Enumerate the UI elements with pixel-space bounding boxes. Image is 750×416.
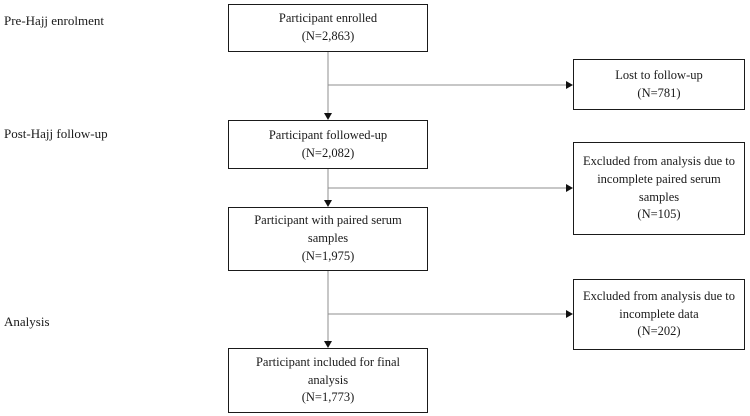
connector-branch-lost-to-followup xyxy=(328,81,573,89)
box-count: (N=1,975) xyxy=(301,248,355,263)
box-text: Excluded from analysis due to xyxy=(582,288,736,303)
box-text: Participant followed-up xyxy=(268,127,388,142)
flow-box-enrolled: Participant enrolled (N=2,863) xyxy=(228,4,428,52)
connector-followedup-to-paired xyxy=(324,169,332,207)
box-count: (N=2,863) xyxy=(301,29,355,43)
box-count: (N=202) xyxy=(637,324,681,339)
stage-label-analysis: Analysis xyxy=(4,314,50,329)
connector-enrolled-to-followedup xyxy=(324,52,332,120)
connector-branch-excluded-data xyxy=(328,310,573,318)
stage-label-pre-hajj: Pre-Hajj enrolment xyxy=(4,13,104,28)
box-text: Lost to follow-up xyxy=(615,67,703,82)
stage-label-post-hajj: Post-Hajj follow-up xyxy=(4,126,108,141)
box-text: incomplete data xyxy=(619,306,699,321)
flow-box-excluded-data: Excluded from analysis due to incomplete… xyxy=(573,279,745,350)
box-count: (N=105) xyxy=(637,207,681,222)
connector-paired-to-final xyxy=(324,271,332,348)
flow-box-followed-up: Participant followed-up (N=2,082) xyxy=(228,120,428,169)
box-count: (N=2,082) xyxy=(301,145,355,160)
flow-box-paired-serum: Participant with paired serum samples (N… xyxy=(228,207,428,271)
box-text: Excluded from analysis due to xyxy=(582,154,736,168)
box-count: (N=781) xyxy=(637,85,681,100)
box-text: Participant with paired serum samples xyxy=(254,213,402,246)
box-count: (N=1,773) xyxy=(301,390,355,405)
box-text: Participant enrolled xyxy=(278,11,378,26)
flow-box-final-analysis: Participant included for final analysis … xyxy=(228,348,428,413)
connector-branch-excluded-serum xyxy=(328,184,573,192)
box-text: incomplete paired serum samples xyxy=(597,171,721,204)
flow-box-lost-to-followup: Lost to follow-up (N=781) xyxy=(573,59,745,110)
flow-box-excluded-serum: Excluded from analysis due to incomplete… xyxy=(573,142,745,235)
box-text: Participant included for final analysis xyxy=(255,354,401,387)
